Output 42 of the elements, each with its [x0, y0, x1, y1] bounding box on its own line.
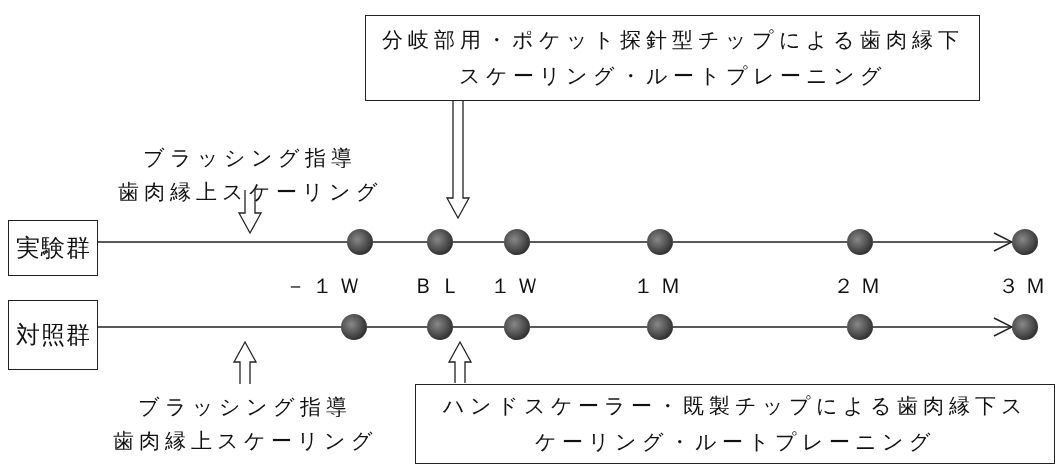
time-point-dot	[647, 229, 673, 255]
timeline-line	[529, 241, 648, 243]
time-point-dot	[504, 229, 530, 255]
group-box: 対照群	[8, 300, 98, 370]
hollow-arrow	[445, 100, 471, 220]
time-label: ３Ｍ	[998, 273, 1052, 300]
note-text: ブラッシング指導	[138, 394, 352, 421]
time-point-dot	[347, 229, 373, 255]
time-point-dot	[847, 229, 873, 255]
timeline-line	[452, 326, 505, 328]
note-text: ブラッシング指導	[143, 145, 357, 172]
timeline-arrow	[872, 232, 1013, 252]
time-label: ＢＬ	[413, 273, 467, 300]
timeline-line	[529, 326, 648, 328]
time-point-dot	[427, 314, 453, 340]
hollow-arrow	[447, 340, 473, 384]
timeline-line	[672, 326, 848, 328]
time-label: １Ｍ	[633, 273, 687, 300]
timeline-line	[97, 326, 342, 328]
time-point-dot	[1012, 229, 1038, 255]
time-point-dot	[847, 314, 873, 340]
time-label: ２Ｍ	[833, 273, 887, 300]
timeline-line	[372, 241, 428, 243]
timeline-arrow	[872, 317, 1013, 337]
time-point-dot	[647, 314, 673, 340]
time-point-dot	[341, 314, 367, 340]
treatment-box: ハンドスケーラー・既製チップによる歯肉縁下スケーリング・ルートプレーニング	[415, 384, 1055, 464]
note-text: 歯肉縁上スケーリング	[112, 428, 378, 455]
timeline-line	[366, 326, 428, 328]
time-point-dot	[1012, 314, 1038, 340]
time-label: －１Ｗ	[284, 273, 366, 300]
note-text: 歯肉縁上スケーリング	[117, 179, 383, 206]
hollow-arrow	[237, 189, 263, 235]
group-box: 実験群	[8, 220, 98, 276]
time-point-dot	[504, 314, 530, 340]
timeline-line	[452, 241, 505, 243]
time-point-dot	[427, 229, 453, 255]
timeline-line	[672, 241, 848, 243]
treatment-box: 分岐部用・ポケット探針型チップによる歯肉縁下スケーリング・ルートプレーニング	[365, 15, 980, 101]
timeline-line	[97, 241, 348, 243]
time-label: １Ｗ	[490, 273, 544, 300]
hollow-arrow	[232, 340, 258, 385]
